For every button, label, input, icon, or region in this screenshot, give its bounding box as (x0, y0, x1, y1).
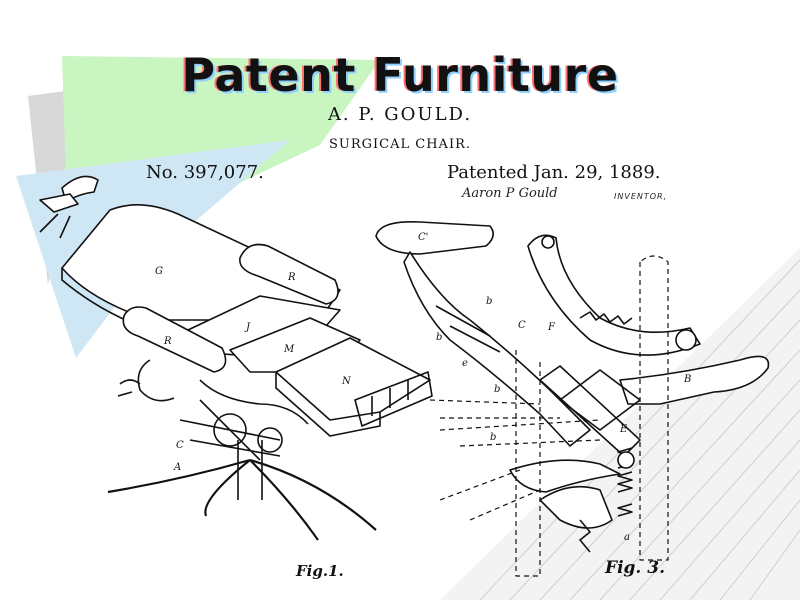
figure-3-label: Fig. 3. (605, 558, 665, 578)
page-title: Patent Furniture (181, 48, 619, 102)
svg-text:C: C (518, 320, 526, 331)
inventor-signature: Aaron P Gould (462, 186, 558, 201)
svg-text:e: e (462, 358, 468, 369)
svg-text:b: b (490, 432, 496, 443)
svg-text:N: N (341, 376, 352, 387)
svg-text:M: M (283, 344, 295, 355)
patent-number: No. 397,077. (146, 162, 264, 183)
svg-text:C: C (176, 440, 184, 451)
svg-text:A: A (173, 462, 181, 473)
patent-subject: SURGICAL CHAIR. (329, 137, 471, 152)
svg-text:b: b (494, 384, 500, 395)
fig3-mechanism-drawing (375, 220, 770, 577)
svg-text:B: B (683, 374, 691, 385)
fig1-part-labels: G R J R M N A C (155, 266, 352, 473)
fig1-chair-drawing (39, 175, 433, 541)
svg-text:F: F (547, 322, 556, 333)
fig3-part-labels: C' C F B E b b e b b a (418, 232, 691, 543)
hatch-lines (479, 259, 800, 600)
inventor-role-label: INVENTOR, (614, 192, 668, 201)
svg-text:E: E (619, 424, 628, 435)
svg-text:b: b (486, 296, 492, 307)
svg-text:R: R (287, 272, 296, 283)
patent-date: Patented Jan. 29, 1889. (447, 162, 661, 183)
svg-text:G: G (155, 266, 163, 277)
svg-text:R: R (163, 336, 172, 347)
svg-text:J: J (244, 322, 251, 333)
svg-text:C': C' (418, 232, 428, 243)
svg-text:a: a (624, 532, 630, 543)
inventor-name: A. P. GOULD. (327, 104, 473, 125)
figure-1-label: Fig.1. (296, 562, 344, 580)
svg-text:b: b (436, 332, 442, 343)
